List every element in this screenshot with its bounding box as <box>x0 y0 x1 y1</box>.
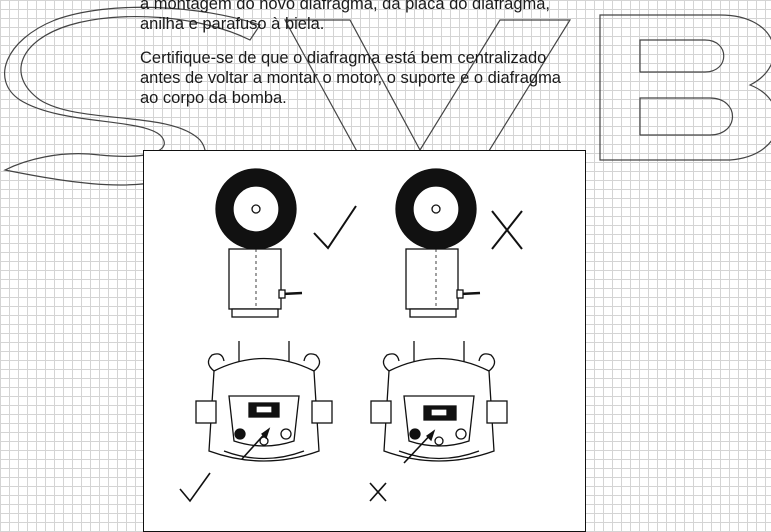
paragraph-1-line-2: anilha e parafuso à biela. <box>140 15 325 33</box>
instruction-text: a montagem do novo diafragma, da placa d… <box>140 0 700 116</box>
motor-incorrect-illustration <box>395 168 481 318</box>
paragraph-1-line-1: a montagem do novo diafragma, da placa d… <box>140 0 551 13</box>
check-mark-bottom-icon <box>179 472 211 503</box>
paragraph-2-line-1: Certifique-se de que o diafragma está be… <box>140 49 547 67</box>
check-mark-top-icon <box>313 205 357 250</box>
paragraph-2-line-3: ao corpo da bomba. <box>140 89 287 107</box>
paragraph-2-line-2: antes de voltar a montar o motor, o supo… <box>140 69 561 87</box>
paragraph-2: Certifique-se de que o diafragma está be… <box>140 48 700 108</box>
cross-mark-top-icon <box>491 210 523 250</box>
pump-head-correct-illustration <box>195 341 333 462</box>
figure-drawing <box>179 168 523 503</box>
pump-head-incorrect-illustration <box>370 341 508 464</box>
diaphragm-centering-figure <box>143 150 586 532</box>
motor-correct-illustration <box>215 168 303 318</box>
paragraph-1: a montagem do novo diafragma, da placa d… <box>140 0 700 34</box>
cross-mark-bottom-icon <box>369 482 387 502</box>
